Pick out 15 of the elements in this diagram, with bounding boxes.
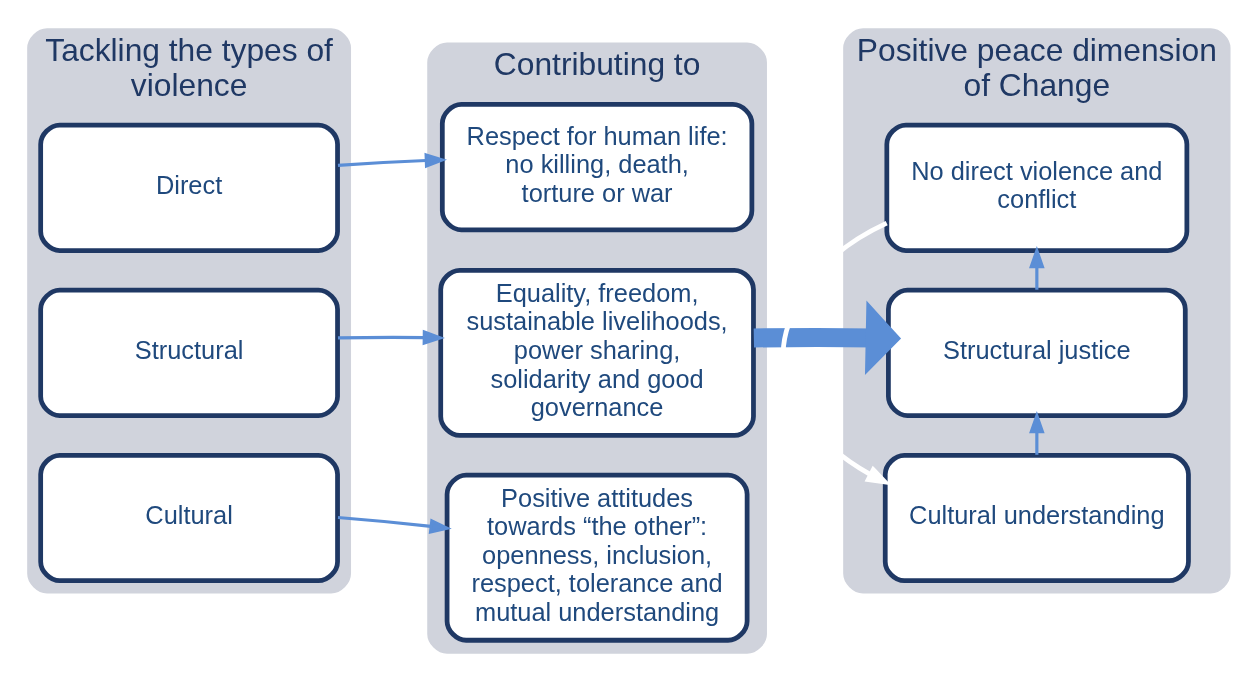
arrow xyxy=(1029,245,1045,290)
node-box: Cultural xyxy=(38,452,340,584)
arrow xyxy=(337,152,447,169)
node-box: No direct violence and conflict xyxy=(884,122,1190,253)
node-box: Cultural understanding xyxy=(882,452,1191,584)
node-box: Direct xyxy=(38,122,340,253)
arrow xyxy=(337,515,452,534)
node-box: Structural justice xyxy=(886,287,1188,418)
node-box: Respect for human life: no killing, death, torture or war xyxy=(439,102,755,233)
arrow xyxy=(1029,411,1045,455)
arrow xyxy=(337,329,445,346)
node-box: Positive attitudes towards “the other”: openness, inclusion, respect, tolerance and mutual understanding xyxy=(444,472,750,643)
arrow xyxy=(753,300,902,375)
node-box: Structural xyxy=(38,287,340,418)
node-box: Equality, freedom, sustainable livelihoods, power sharing, solidarity and good governance xyxy=(438,267,756,438)
